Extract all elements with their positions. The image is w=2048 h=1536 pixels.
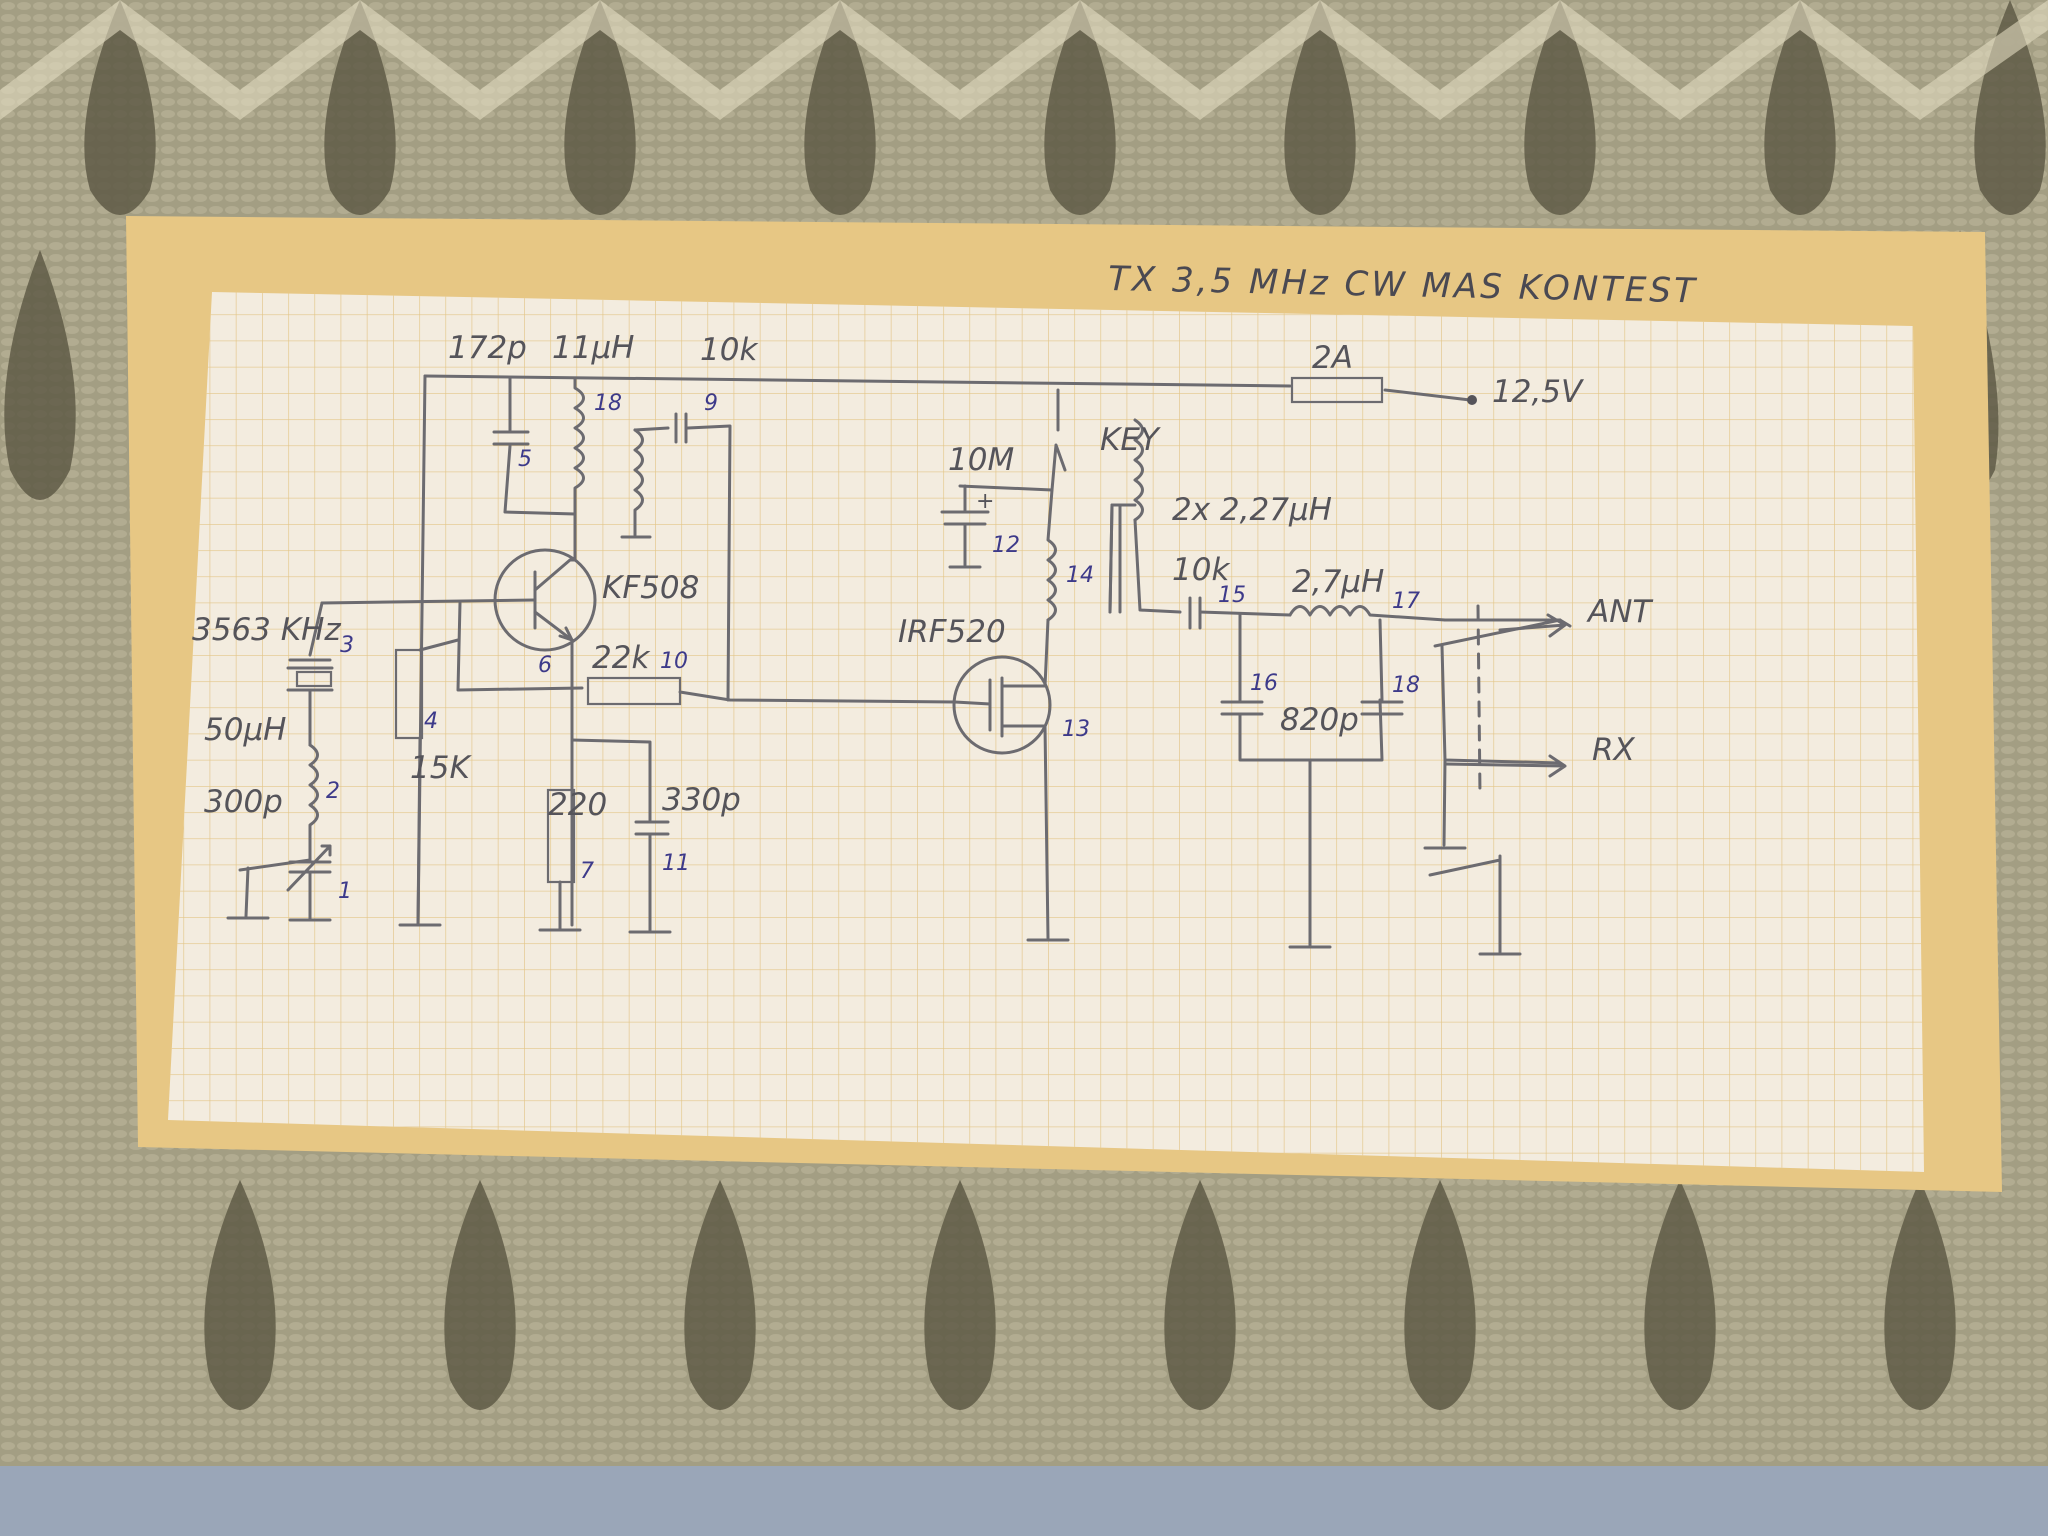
number-1: 1 — [338, 879, 352, 904]
carpet-light-pattern — [0, 0, 2048, 120]
number-14: 14 — [1066, 563, 1094, 588]
number-6: 6 — [538, 653, 552, 678]
label-crystal-frequency: 3563 KHz — [192, 612, 341, 648]
number-16: 16 — [1250, 671, 1278, 696]
number-18-coil: 18 — [594, 391, 622, 416]
label-c15-value: 10k — [1172, 552, 1230, 588]
label-r9-value: 10k — [700, 332, 758, 368]
number-15: 15 — [1218, 583, 1246, 608]
number-13: 13 — [1062, 717, 1090, 742]
carpet-drop-pattern — [4, 0, 2046, 1410]
label-c12-value: 10M — [948, 442, 1014, 478]
label-c11-value: 330p — [662, 782, 741, 818]
fuse-symbol — [1290, 376, 1384, 404]
label-l14-value: 2x 2,27µH — [1172, 492, 1332, 528]
label-l2-value: 50µH — [204, 712, 286, 748]
number-12: 12 — [992, 533, 1020, 558]
number-2: 2 — [326, 779, 340, 804]
label-c16-c18-value: 820p — [1280, 702, 1359, 738]
number-18-cap: 18 — [1392, 673, 1420, 698]
label-q1-type: KF508 — [602, 570, 699, 606]
number-5: 5 — [518, 447, 532, 472]
bottom-strip — [0, 1466, 2048, 1536]
number-11: 11 — [662, 851, 690, 876]
label-l17-value: 2,7µH — [1292, 564, 1384, 600]
number-4: 4 — [424, 709, 438, 734]
label-r10-value: 22k — [592, 640, 650, 676]
number-3: 3 — [340, 633, 354, 658]
number-7: 7 — [580, 859, 594, 884]
label-r7-value: 220 — [548, 787, 607, 823]
pencil-wires — [226, 374, 1572, 956]
label-q2-type: IRF520 — [898, 614, 1006, 650]
label-ant: ANT — [1586, 594, 1653, 630]
number-10: 10 — [660, 649, 688, 674]
number-17: 17 — [1392, 589, 1420, 614]
polarity-plus: + — [976, 489, 994, 514]
label-rx: RX — [1592, 732, 1636, 768]
label-c5-value: 172p — [448, 330, 527, 366]
label-fuse-value: 2A — [1312, 340, 1353, 376]
output-arrows — [1443, 613, 1567, 778]
number-9: 9 — [704, 391, 718, 416]
label-key: KEY — [1100, 422, 1161, 458]
label-pot-value: 15K — [410, 750, 472, 786]
label-l18-value: 11µH — [552, 330, 634, 366]
label-supply-voltage: 12,5V — [1492, 374, 1585, 410]
label-c1-value: 300p — [204, 784, 283, 820]
